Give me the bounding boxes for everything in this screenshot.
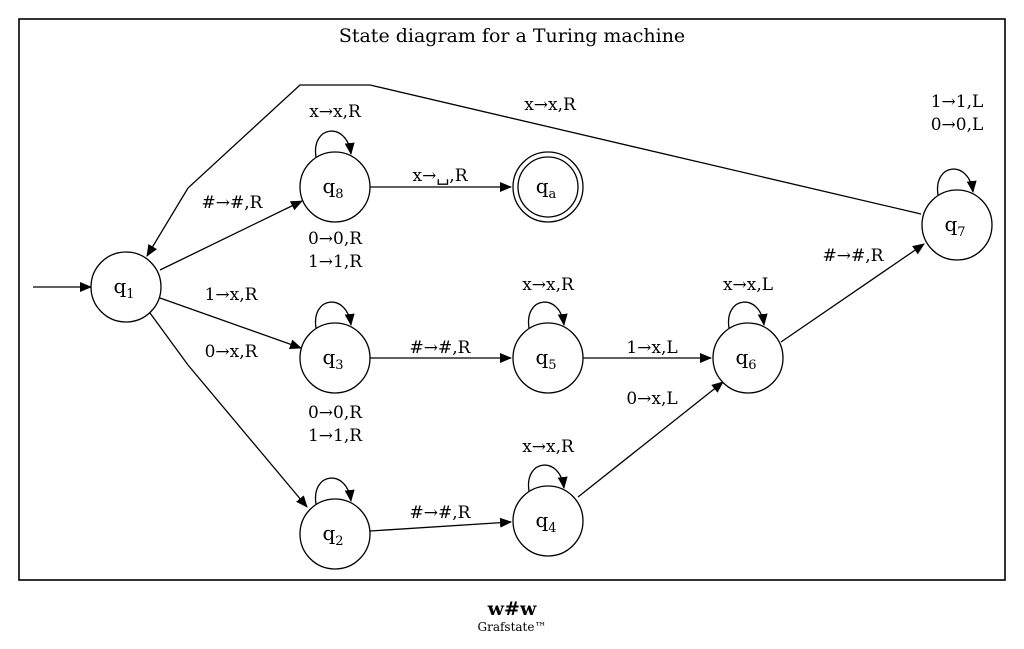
self-loop-q8 — [314, 130, 355, 158]
self-loop-q5 — [527, 301, 568, 329]
state-circle — [512, 151, 584, 223]
state-label: q5 — [535, 345, 556, 373]
state-label: qa — [536, 174, 557, 202]
state-circle — [90, 251, 162, 323]
state-label: q1 — [113, 274, 134, 302]
state-label: q6 — [735, 345, 756, 373]
transition-label: x→x,R — [524, 95, 577, 115]
state-q7[interactable]: q7 — [921, 189, 993, 261]
transition-q4-q6 — [577, 381, 724, 498]
state-circle — [921, 189, 993, 261]
transition-label: x→x,R — [522, 275, 575, 295]
state-q1[interactable]: q1 — [90, 251, 162, 323]
state-label: q8 — [322, 174, 343, 202]
transition-label: 0→0,L — [931, 115, 984, 135]
state-circle — [512, 322, 584, 394]
transition-label: 0→x,R — [205, 342, 259, 362]
transition-label: 1→x,L — [626, 338, 677, 358]
self-loop-q3 — [314, 301, 355, 329]
state-q5[interactable]: q5 — [512, 322, 584, 394]
transition-label: x→x,R — [309, 102, 362, 122]
state-q4[interactable]: q4 — [512, 485, 584, 557]
state-circle — [299, 151, 371, 223]
footer-machine-name: w#w — [487, 598, 537, 620]
transition-label: 0→0,R — [308, 403, 363, 423]
state-circle — [299, 322, 371, 394]
self-loop-q6 — [727, 301, 768, 329]
transition-q1-q2 — [149, 312, 308, 508]
state-label: q3 — [322, 345, 343, 373]
state-q3[interactable]: q3 — [299, 322, 371, 394]
transition-label: 1→1,R — [308, 252, 363, 272]
state-q6[interactable]: q6 — [712, 322, 784, 394]
transition-label: x→x,L — [723, 275, 773, 295]
self-loop-q7 — [936, 168, 977, 196]
transition-q1-q3 — [159, 297, 302, 350]
transition-q2-q4 — [369, 517, 512, 532]
transition-q1-q8 — [159, 200, 303, 271]
state-qa[interactable]: qa — [512, 151, 584, 223]
state-q8[interactable]: q8 — [299, 151, 371, 223]
transition-label: 0→0,R — [308, 229, 363, 249]
state-label: q7 — [944, 212, 965, 240]
diagram-title: State diagram for a Turing machine — [339, 25, 685, 47]
state-label: q2 — [322, 521, 343, 549]
transition-label: #→#,R — [202, 193, 264, 213]
transition-label: 1→x,R — [205, 285, 259, 305]
transition-label: x→␣,R — [412, 166, 468, 186]
transition-label: x→x,R — [522, 437, 575, 457]
footer-brand: Grafstate™ — [478, 620, 547, 634]
state-circle — [299, 498, 371, 570]
transition-label: 1→1,R — [308, 426, 363, 446]
self-loop-q2 — [314, 477, 355, 505]
diagram-frame — [18, 18, 1006, 581]
self-loop-q4 — [527, 464, 568, 492]
transition-label: 1→1,L — [931, 92, 984, 112]
transition-label: #→#,R — [410, 338, 472, 358]
transition-q6-q7 — [780, 243, 925, 343]
state-circle — [712, 322, 784, 394]
transition-label: #→#,R — [823, 246, 885, 266]
accept-ring — [517, 156, 579, 218]
state-circle — [512, 485, 584, 557]
state-q2[interactable]: q2 — [299, 498, 371, 570]
state-label: q4 — [535, 508, 556, 536]
transition-label: #→#,R — [410, 503, 472, 523]
transition-q7-q1 — [146, 84, 922, 257]
transition-label: 0→x,L — [626, 389, 677, 409]
